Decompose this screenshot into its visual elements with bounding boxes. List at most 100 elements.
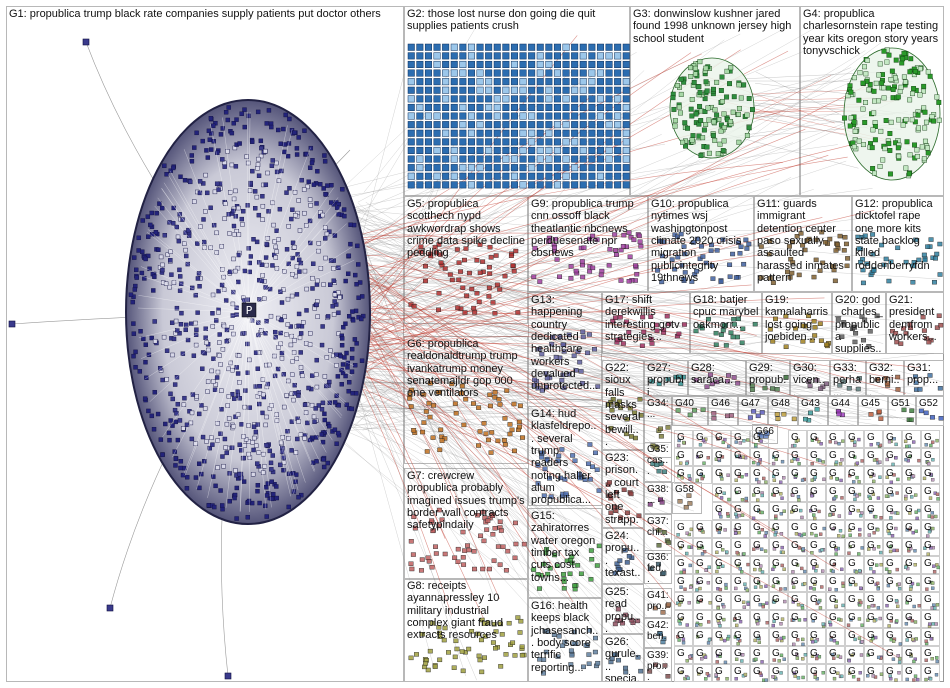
minor-group-label: G [715,504,723,515]
minor-group-label: G [677,522,685,533]
group-box-g12: G12: propublica dicktofel rape one more … [852,196,944,292]
minor-group-label: G [734,576,742,587]
minor-group-box: G [845,610,864,628]
group-label-g23: G23: prison... court left one strapp... [605,452,639,527]
minor-group-box: G [921,466,940,484]
group-label-g41: G41: pro... [647,590,669,618]
minor-group-box: G [864,466,883,484]
minor-group-box: G [845,592,864,610]
minor-group-box: G [807,610,826,628]
minor-group-box: G [845,466,864,484]
minor-group-label: G [886,450,894,461]
minor-group-box: G [883,610,902,628]
minor-group-box: G [864,574,883,592]
minor-group-label: G [886,630,894,641]
minor-group-box: G [712,664,731,682]
minor-group-label: G [810,630,818,641]
minor-group-box: G [731,502,750,520]
minor-group-label: G [772,522,780,533]
minor-group-label: G [734,630,742,641]
group-label-g45: G45 [861,398,880,409]
minor-group-box: G [902,592,921,610]
group-label-g51: G51 [891,398,910,409]
minor-group-label: G [848,558,856,569]
minor-group-box: G [750,502,769,520]
minor-group-box: G [826,538,845,556]
minor-group-label: G [696,576,704,587]
minor-group-box: G [845,448,864,466]
minor-group-box: G [845,520,864,538]
minor-group-label: G [734,522,742,533]
minor-group-label: G [810,594,818,605]
minor-group-label: G [791,612,799,623]
group-label-g2: G2: those lost nurse don going die quit … [407,8,596,33]
group-box-g30: G30: vicen... [790,360,830,396]
group-box-g41: G41: pro... [644,588,672,618]
minor-group-box: G [883,430,902,448]
minor-group-label: G [753,486,761,497]
group-label-g17: G17: shift derekwillis interesting gotv … [605,294,680,343]
minor-group-label: G [886,468,894,479]
minor-group-box: G [674,628,693,646]
minor-group-box: G [921,610,940,628]
group-box-g58: G58 [672,482,702,514]
minor-group-box: G [731,646,750,664]
group-label-g19: G19: kamalaharris lost going joebiden... [765,294,828,343]
minor-group-label: G [829,522,837,533]
minor-group-label: G [696,648,704,659]
minor-group-label: G [848,648,856,659]
minor-group-label: G [924,486,932,497]
group-label-g35: G35: cas... [647,444,669,478]
minor-group-label: G [810,666,818,677]
minor-group-label: G [867,648,875,659]
minor-group-box: G [826,466,845,484]
minor-group-label: G [829,504,837,515]
minor-group-label: G [772,450,780,461]
group-box-g35: G35: cas... [644,442,672,482]
minor-group-label: G [886,486,894,497]
minor-group-box: G [883,592,902,610]
minor-group-box: G [883,538,902,556]
minor-group-box: G [750,592,769,610]
minor-group-label: G [905,612,913,623]
group-label-g42: G42: ben... [647,620,669,648]
minor-group-label: G [677,432,685,443]
group-box-g4: G4: propublica charlesornstein rape test… [800,6,944,196]
minor-group-box: G [826,574,845,592]
minor-group-label: G [867,540,875,551]
group-label-g37: G37: chi... [647,516,669,539]
minor-group-box: G [693,430,712,448]
minor-group-label: G [905,540,913,551]
minor-group-label: G [753,558,761,569]
minor-group-label: G [791,468,799,479]
minor-group-box: G [693,610,712,628]
group-label-g18: G18: batjer cpuc marybel oakmorr... [693,294,759,331]
minor-group-box: G [883,646,902,664]
minor-group-label: G [886,432,894,443]
minor-group-box: G [769,520,788,538]
minor-group-box: G [902,484,921,502]
minor-group-box: G [750,646,769,664]
group-box-g6: G6: propublica realdonaldtrump trump iva… [404,336,528,464]
minor-group-box: G [731,484,750,502]
minor-group-box: G [693,538,712,556]
minor-group-box: G [826,430,845,448]
group-label-g48: G48 [771,398,790,409]
minor-group-box: G [693,556,712,574]
group-box-g37: G37: chi... [644,514,672,554]
minor-group-label: G [829,540,837,551]
minor-group-label: G [715,576,723,587]
minor-group-label: G [886,666,894,677]
minor-group-label: G [677,576,685,587]
minor-group-label: G [696,630,704,641]
minor-group-label: G [924,612,932,623]
minor-group-label: G [848,486,856,497]
minor-group-label: G [905,648,913,659]
minor-group-label: G [867,558,875,569]
minor-group-box: G [883,664,902,682]
minor-group-label: G [753,504,761,515]
group-label-g44: G44 [831,398,850,409]
minor-group-box: G [864,520,883,538]
minor-group-label: G [905,432,913,443]
group-label-g3: G3: donwinslow kushner jared found 1998 … [633,8,792,45]
